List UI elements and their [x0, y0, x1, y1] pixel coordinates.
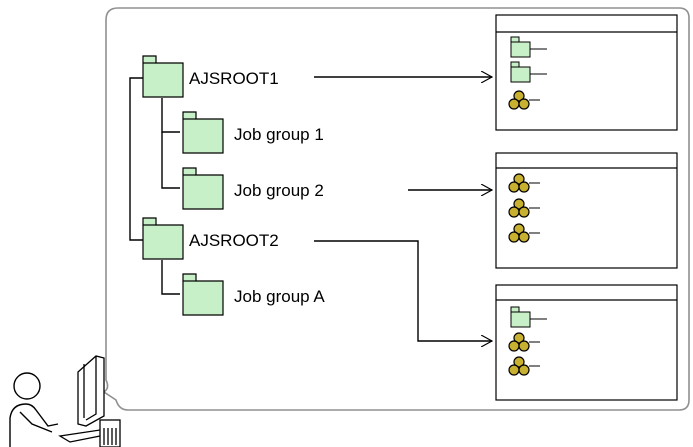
node-label-ajsroot2: AJSROOT2	[189, 231, 279, 250]
node-label-ajsroot1: AJSROOT1	[189, 69, 279, 88]
node-label-job-group-2: Job group 2	[234, 181, 324, 200]
window-3	[495, 284, 678, 401]
tree-connectors	[129, 77, 180, 295]
user-icon	[9, 372, 59, 447]
node-label-job-group-1: Job group 1	[234, 125, 324, 144]
computer-icon	[58, 355, 121, 447]
window-1	[495, 14, 678, 131]
node-label-job-group-a: Job group A	[234, 287, 325, 306]
window-2	[495, 152, 678, 269]
arrow-ajsroot2	[314, 240, 492, 341]
